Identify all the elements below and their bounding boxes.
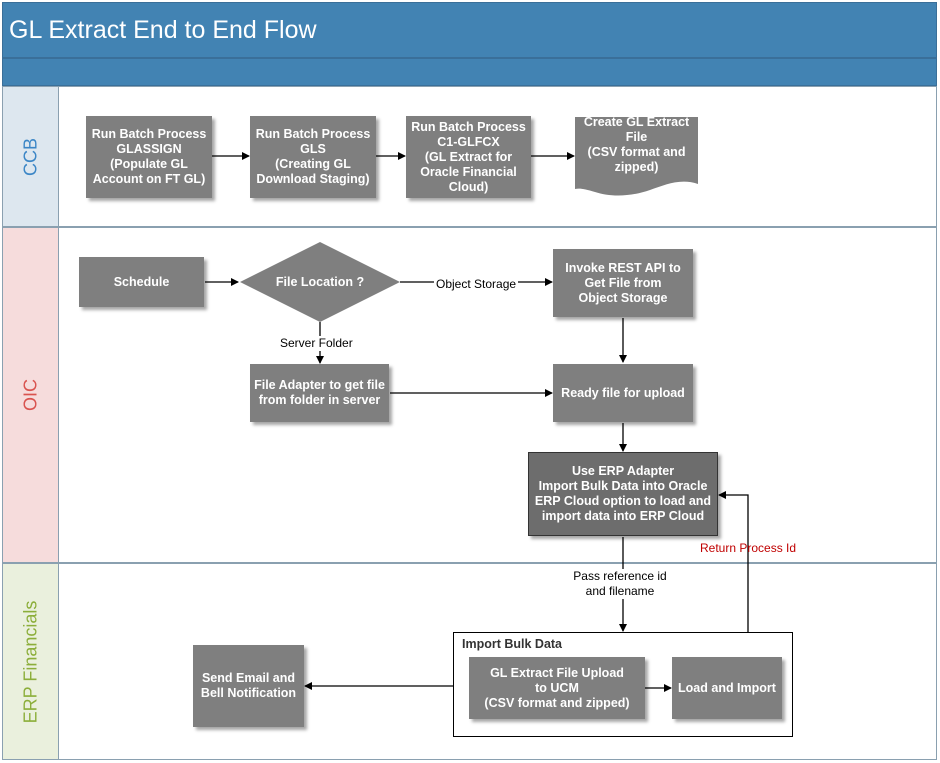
node-use-erp-adapter: Use ERP Adapter Import Bulk Data into Or… [528,452,718,536]
lane-oic-header: OIC [3,228,59,562]
header-subbar [2,58,937,86]
create-file-document-shape [575,117,698,196]
node-file-location-decision: File Location ? [275,275,365,289]
label-server-folder: Server Folder [278,336,355,351]
node-create-gl-extract-file: Create GL Extract File (CSV format and z… [583,115,690,174]
node-load-and-import: Load and Import [672,657,782,719]
import-bulk-data-title: Import Bulk Data [462,637,563,651]
node-schedule: Schedule [79,257,204,307]
node-run-batch-c1glfcx: Run Batch Process C1-GLFCX (GL Extract f… [406,116,531,198]
node-upload-to-ucm: GL Extract File Upload to UCM (CSV forma… [469,657,645,719]
node-invoke-rest-api: Invoke REST API to Get File from Object … [553,249,693,317]
lane-erp-header: ERP Financials [3,564,59,759]
node-send-email-notification: Send Email and Bell Notification [193,645,304,727]
label-return-process-id: Return Process Id [700,541,797,555]
label-pass-reference-id: Pass reference id and filename [565,569,675,599]
node-run-batch-gls: Run Batch Process GLS (Creating GL Downl… [250,116,376,198]
node-run-batch-glassign: Run Batch Process GLASSIGN (Populate GL … [86,116,212,198]
node-ready-file-for-upload: Ready file for upload [553,364,693,422]
lane-ccb-header: CCB [3,87,59,226]
diagram-title: GL Extract End to End Flow [2,2,937,58]
arrow-return-process-id [718,491,749,632]
node-file-adapter: File Adapter to get file from folder in … [250,364,389,422]
file-location-decision-shape [240,242,400,322]
label-object-storage: Object Storage [434,277,519,292]
